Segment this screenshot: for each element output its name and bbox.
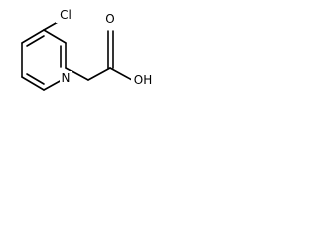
chemical-structure-diagram: Cl N O OH [21,7,156,91]
bond-c3-c2 [43,29,67,44]
bond-c-oh [109,67,133,81]
atom-label-oh: OH [131,72,156,88]
atom-label-o: O [103,11,118,27]
pyridine-ring [21,29,67,91]
bond-c2-ch2 [65,67,89,81]
carbonyl-oxygen-label: O [105,12,114,26]
double-bond-c4-c3 [26,35,45,47]
atom-label-n: N [60,71,72,86]
bond-n1-c6 [43,79,63,91]
chlorine-label: Cl [60,8,72,22]
double-bond-c6-c5 [26,73,45,85]
nitrogen-label: N [62,71,71,85]
bond-ch2-cooh [87,67,111,81]
atom-label-cl: Cl [56,7,76,23]
bond-c4-c3 [21,29,45,44]
hydroxyl-label: OH [134,73,152,87]
bond-c6-c5 [21,76,45,91]
bond-c3-cl [43,21,59,31]
